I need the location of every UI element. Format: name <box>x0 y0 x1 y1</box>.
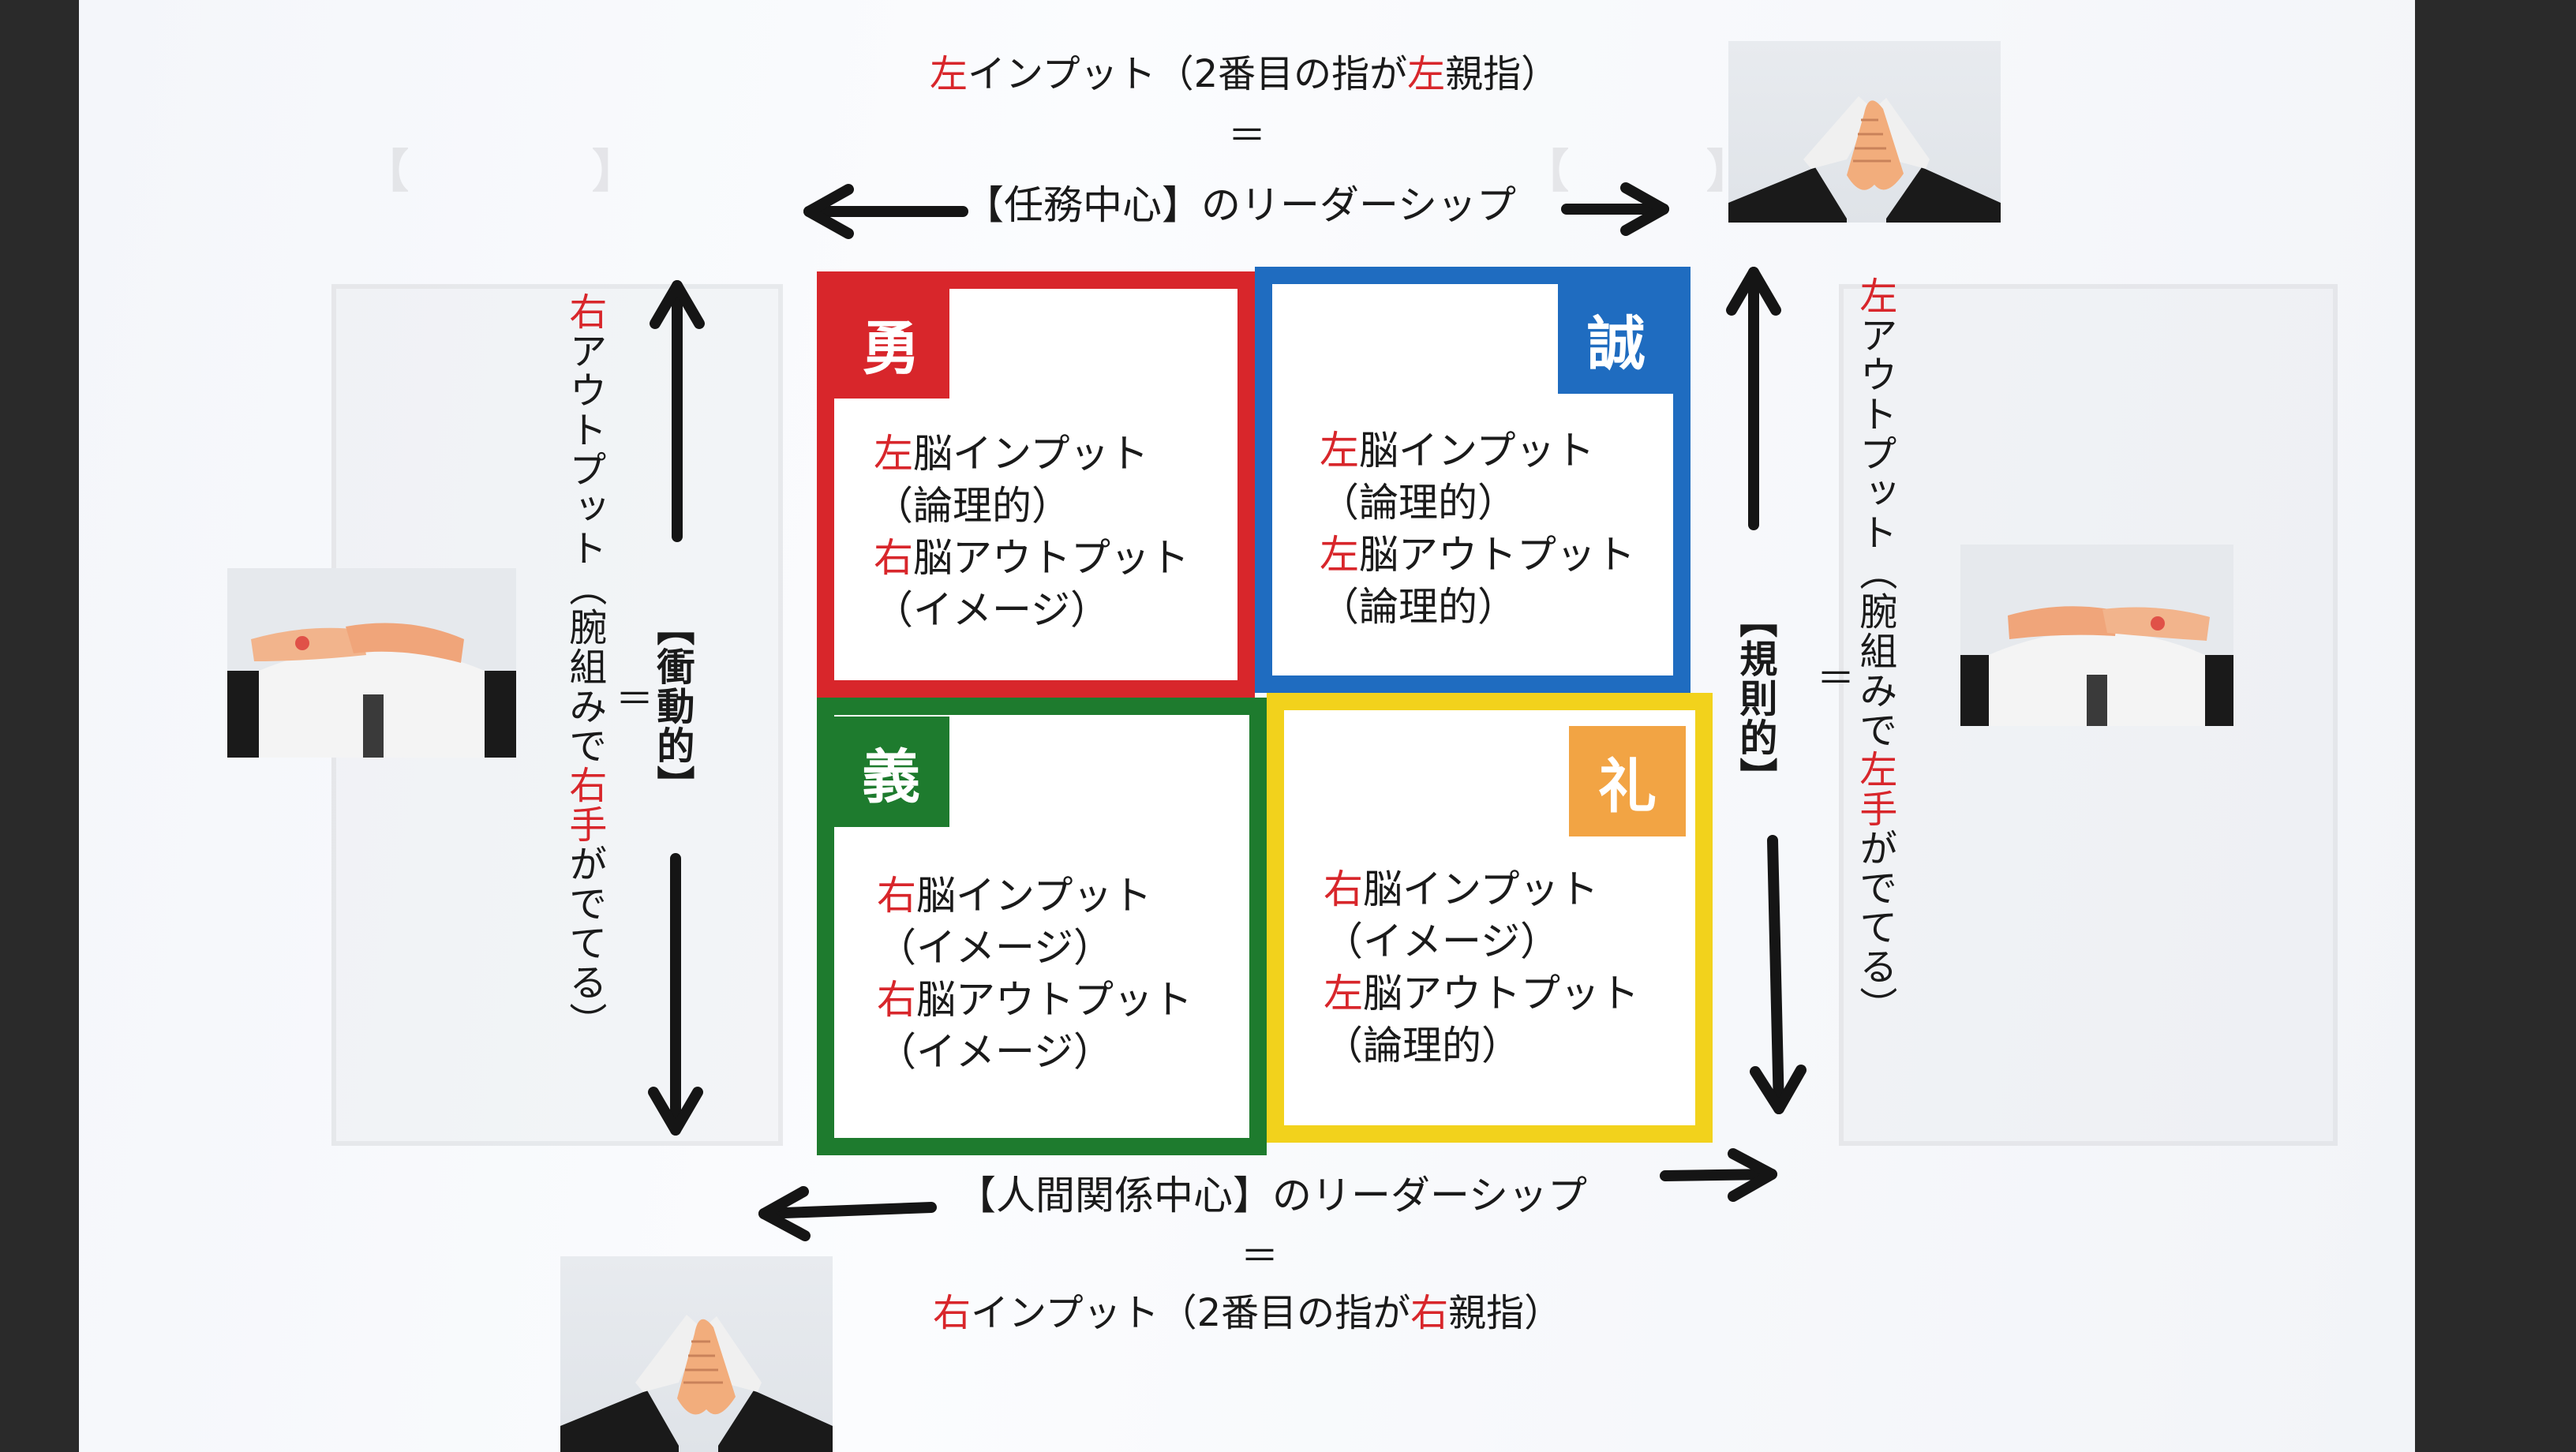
right-equals: ＝ <box>1817 657 1855 701</box>
arrow-bottom-right <box>1660 1169 1777 1181</box>
bottom-input-caption: 右インプット（2番目の指が右親指） <box>933 1291 1563 1335</box>
photo-crossed-arms-left <box>227 568 516 758</box>
photo-clasped-hands-top <box>1728 41 2001 223</box>
bottom-equals: ＝ <box>1241 1234 1279 1278</box>
top-input-caption: 左インプット（2番目の指が左親指） <box>930 52 1559 96</box>
regular-axis-label: 【規則的】 <box>1732 600 1777 797</box>
ghost-heading-left: 【 】 <box>363 144 638 198</box>
photo-clasped-hands-bottom <box>560 1256 833 1452</box>
arrow-bottom-left <box>758 1202 937 1219</box>
right-output-caption: 左アウトプット（腕組みで左手がでてる） <box>1852 276 1897 1026</box>
arrow-right-down <box>1767 835 1784 1114</box>
badge-courage: 勇 <box>833 288 949 399</box>
quadrant-righteousness: 義 右脳インプット （イメージ） 右脳アウトプット （イメージ） <box>817 698 1267 1155</box>
quadrant-righteousness-text: 右脳インプット （イメージ） 右脳アウトプット （イメージ） <box>877 873 1193 1075</box>
top-equals: ＝ <box>1228 114 1267 158</box>
relationship-leadership-label: 【人間関係中心】のリーダーシップ <box>957 1173 1587 1218</box>
impulsive-axis-label: 【衝動的】 <box>650 608 695 805</box>
quadrant-courtesy: 礼 右脳インプット （イメージ） 左脳アウトプット （論理的） <box>1267 693 1713 1143</box>
badge-courtesy: 礼 <box>1569 726 1686 836</box>
badge-righteousness: 義 <box>833 717 949 827</box>
quadrant-sincerity-text: 左脳インプット （論理的） 左脳アウトプット （論理的） <box>1320 428 1635 630</box>
left-equals: ＝ <box>616 677 654 721</box>
task-leadership-label: 【任務中心】のリーダーシップ <box>964 182 1516 228</box>
badge-sincerity: 誠 <box>1558 283 1675 394</box>
quadrant-courage-text: 左脳インプット （論理的） 右脳アウトプット （イメージ） <box>874 431 1189 633</box>
left-output-caption: 右アウトプット（腕組みで右手がでてる） <box>562 292 607 1042</box>
photo-crossed-arms-right <box>1960 544 2233 726</box>
quadrant-sincerity: 誠 左脳インプット （論理的） 左脳アウトプット （論理的） <box>1255 267 1690 693</box>
quadrant-courage: 勇 左脳インプット （論理的） 右脳アウトプット （イメージ） <box>817 271 1255 698</box>
quadrant-courtesy-text: 右脳インプット （イメージ） 左脳アウトプット （論理的） <box>1324 866 1639 1068</box>
